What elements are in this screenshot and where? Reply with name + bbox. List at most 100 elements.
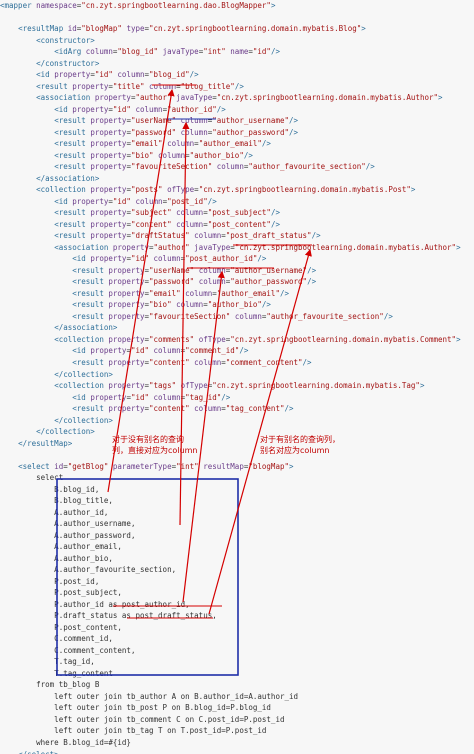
code-token: <constructor> — [36, 35, 95, 45]
code-line: P.author_id as post_author_id, — [0, 599, 474, 611]
code-token — [0, 82, 36, 91]
code-token: javaType — [162, 47, 199, 57]
code-token: column — [180, 116, 208, 126]
code-token: A.author_username, — [0, 519, 136, 529]
code-token: select — [0, 473, 64, 483]
code-token: "cn.zyt.springbootlearning.domain.mybati… — [212, 381, 420, 391]
code-token: "bio" — [149, 300, 177, 310]
code-token: column — [176, 300, 204, 310]
code-line: <collection property="posts" ofType="cn.… — [0, 184, 474, 196]
code-token: javaType — [176, 93, 213, 103]
code-line — [0, 12, 474, 24]
code-token — [0, 162, 54, 171]
code-token: = — [112, 47, 118, 57]
code-token: property — [94, 93, 131, 103]
code-token: "cn.zyt.springbootlearning.domain.mybati… — [216, 93, 439, 103]
code-token: = — [221, 231, 226, 241]
code-token: column — [158, 150, 186, 160]
code-line: <result property="content" column="comme… — [0, 357, 474, 369]
code-token: /> — [311, 231, 321, 241]
code-line: <result property="favouriteSection" colu… — [0, 311, 474, 323]
code-token: "password" — [130, 127, 181, 137]
code-token — [0, 300, 72, 309]
code-token: P.author_id as post_author_id, — [0, 599, 190, 609]
code-token: "favouriteSection" — [149, 311, 235, 321]
code-line: <result property="content" column="tag_c… — [0, 403, 474, 415]
code-line: </association> — [0, 173, 474, 185]
code-token — [0, 254, 72, 263]
code-token: property — [108, 288, 145, 298]
code-token: "author" — [153, 242, 195, 252]
code-token: <id — [54, 196, 73, 206]
code-token — [0, 220, 54, 229]
code-line: </collection> — [0, 426, 474, 438]
code-token: /> — [216, 104, 226, 114]
code-token — [0, 462, 18, 471]
code-token: /> — [239, 346, 249, 356]
code-token — [0, 439, 18, 448]
code-token: left outer join tb_author A on B.author_… — [0, 691, 299, 701]
code-token: "subject" — [130, 208, 177, 218]
code-token: <result — [54, 139, 91, 149]
code-line: <result property="favouriteSection" colu… — [0, 161, 474, 173]
code-line: C.comment_id, — [0, 633, 474, 645]
code-token: </select> — [18, 750, 59, 754]
code-token: </collection> — [54, 369, 113, 379]
code-line: A.author_id, — [0, 507, 474, 519]
code-token: column — [216, 162, 244, 172]
code-token: column — [135, 196, 163, 206]
code-token: <select — [18, 461, 55, 471]
code-token: </collection> — [36, 427, 95, 437]
code-line — [0, 449, 474, 461]
code-line: T.tag_content — [0, 668, 474, 680]
code-line: <id property="id" column="author_id"/> — [0, 104, 474, 116]
code-token: = — [185, 150, 190, 160]
code-token: "email" — [130, 139, 168, 149]
code-token: "author_favourite_section" — [248, 162, 366, 172]
code-line: <result property="password" column="auth… — [0, 127, 474, 139]
code-token: /> — [365, 162, 375, 172]
code-token: property — [108, 381, 145, 391]
code-token: id — [67, 24, 77, 34]
code-token: "title" — [112, 81, 150, 91]
code-token: property — [108, 404, 145, 414]
code-token: <resultMap — [18, 24, 68, 34]
code-token: property — [54, 70, 91, 80]
code-line: <result property="bio" column="author_bi… — [0, 299, 474, 311]
code-token: property — [108, 311, 145, 321]
code-token: A.author_bio, — [0, 553, 113, 563]
code-token: "int" — [176, 461, 204, 471]
code-token: "favouriteSection" — [130, 162, 217, 172]
code-token: property — [72, 196, 109, 206]
code-line: P.post_subject, — [0, 587, 474, 599]
code-token: "post_author_id" — [185, 254, 258, 264]
note-without-alias: 对于没有别名的查询 列，直接对应为column — [112, 435, 198, 455]
code-token: C.comment_id, — [0, 634, 113, 644]
code-token: = — [76, 24, 82, 34]
code-token: "blog_id" — [117, 47, 163, 57]
code-line: <id property="id" column="blog_id"/> — [0, 69, 474, 81]
code-token: "getBlog" — [67, 461, 113, 471]
code-line: T.tag_id, — [0, 656, 474, 668]
code-token — [0, 36, 36, 45]
code-token: <result — [54, 150, 91, 160]
code-token — [0, 174, 36, 183]
code-token: "cn.zyt.springbootlearning.domain.mybati… — [230, 334, 457, 344]
code-token: column — [176, 208, 204, 218]
code-token: > — [419, 381, 425, 391]
code-token: "comments" — [149, 334, 199, 344]
code-token: </resultMap> — [18, 438, 73, 448]
code-token: <id — [72, 346, 91, 356]
code-token: property — [108, 265, 145, 275]
code-token: column — [180, 127, 208, 137]
code-line: left outer join tb_author A on B.author_… — [0, 691, 474, 703]
code-token: /> — [307, 277, 317, 287]
code-token: "author_favourite_section" — [266, 311, 384, 321]
code-token: column — [85, 47, 113, 57]
code-line: </collection> — [0, 369, 474, 381]
code-token: property — [90, 254, 127, 264]
code-token: = — [248, 47, 253, 57]
code-token: = — [194, 139, 199, 149]
code-line: </select> — [0, 749, 474, 754]
code-token: column — [153, 392, 181, 402]
